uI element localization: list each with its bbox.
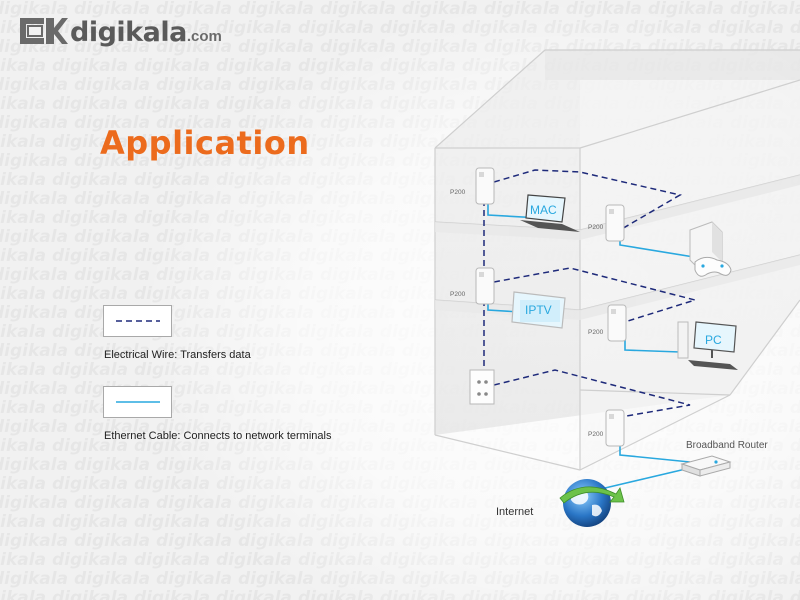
tv-icon: IPTV xyxy=(511,291,566,329)
legend-label-ethernet-cable: Ethernet Cable: Connects to network term… xyxy=(104,430,332,442)
adapter-label-5: P200 xyxy=(588,431,604,438)
legend-swatch-electrical-wire xyxy=(103,305,172,337)
power-outlet-icon xyxy=(469,369,495,405)
brand-logo[interactable]: digikala .com xyxy=(14,14,222,48)
powerline-adapter-icon xyxy=(475,167,627,447)
globe-icon xyxy=(559,479,625,527)
legend-swatch-ethernet-cable xyxy=(103,386,172,418)
page-title: Application xyxy=(100,124,310,162)
brand-domain: .com xyxy=(186,27,222,45)
laptop-icon: MAC xyxy=(520,194,580,232)
adapter-label-4: P200 xyxy=(588,329,604,336)
game-console-icon xyxy=(689,221,732,277)
device-label-pc: PC xyxy=(705,333,722,347)
adapter-label-1: P200 xyxy=(450,189,466,196)
building-outline xyxy=(434,49,800,471)
ethernet-cable-path xyxy=(487,202,701,489)
adapter-labels: P200 P200 P200 P200 P200 xyxy=(450,189,604,438)
internet-label: Internet xyxy=(496,506,533,518)
brand-name: digikala xyxy=(70,16,187,48)
digikala-logo-icon xyxy=(20,18,68,44)
adapter-label-3: P200 xyxy=(588,224,604,231)
router-icon xyxy=(680,455,732,477)
legend-label-electrical-wire: Electrical Wire: Transfers data xyxy=(104,349,251,361)
device-label-mac: MAC xyxy=(530,203,557,217)
device-label-iptv: IPTV xyxy=(525,303,552,317)
device-label-router: Broadband Router xyxy=(686,440,768,451)
pc-icon: PC xyxy=(677,321,738,370)
adapter-label-2: P200 xyxy=(450,291,466,298)
